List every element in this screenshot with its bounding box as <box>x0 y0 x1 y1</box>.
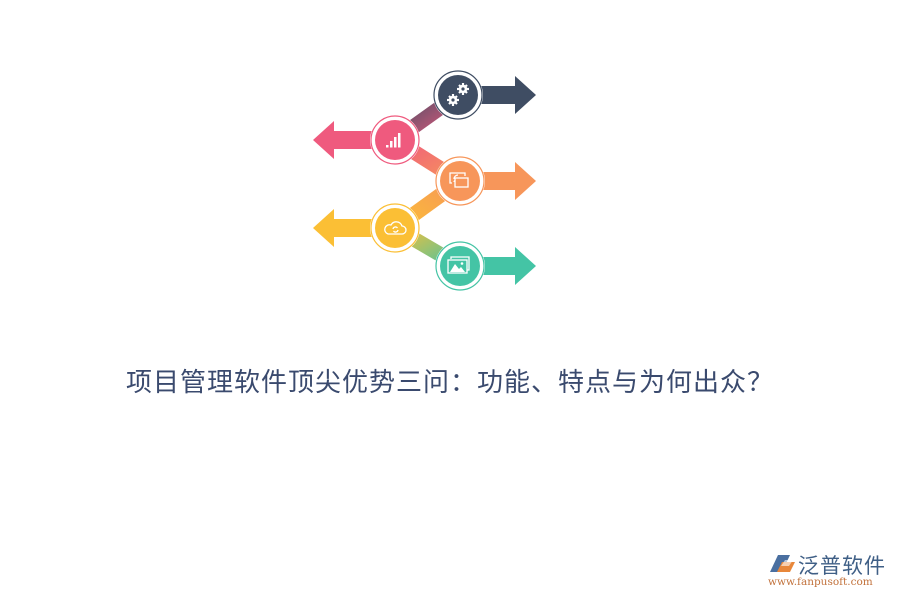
logo-mark-icon <box>770 555 795 572</box>
step-3-screencast <box>435 156 536 206</box>
infographic <box>313 70 536 291</box>
gears-icon <box>447 83 469 106</box>
page-title: 项目管理软件顶尖优势三问：功能、特点与为何出众？ <box>125 368 774 398</box>
screen-cast-icon <box>449 172 469 188</box>
fanpu-logo: 泛普软件 www.fanpusoft.com <box>768 552 898 592</box>
logo-url: www.fanpusoft.com <box>768 576 873 588</box>
image-gallery-icon <box>447 256 470 274</box>
step-4-cloud <box>313 203 420 253</box>
bar-chart-icon <box>386 133 401 148</box>
logo-name: 泛普软件 <box>798 554 886 578</box>
step-2-chart <box>313 115 420 165</box>
step-1-gears <box>433 70 536 120</box>
step-5-gallery <box>435 241 536 291</box>
cloud-sync-icon <box>384 221 407 235</box>
